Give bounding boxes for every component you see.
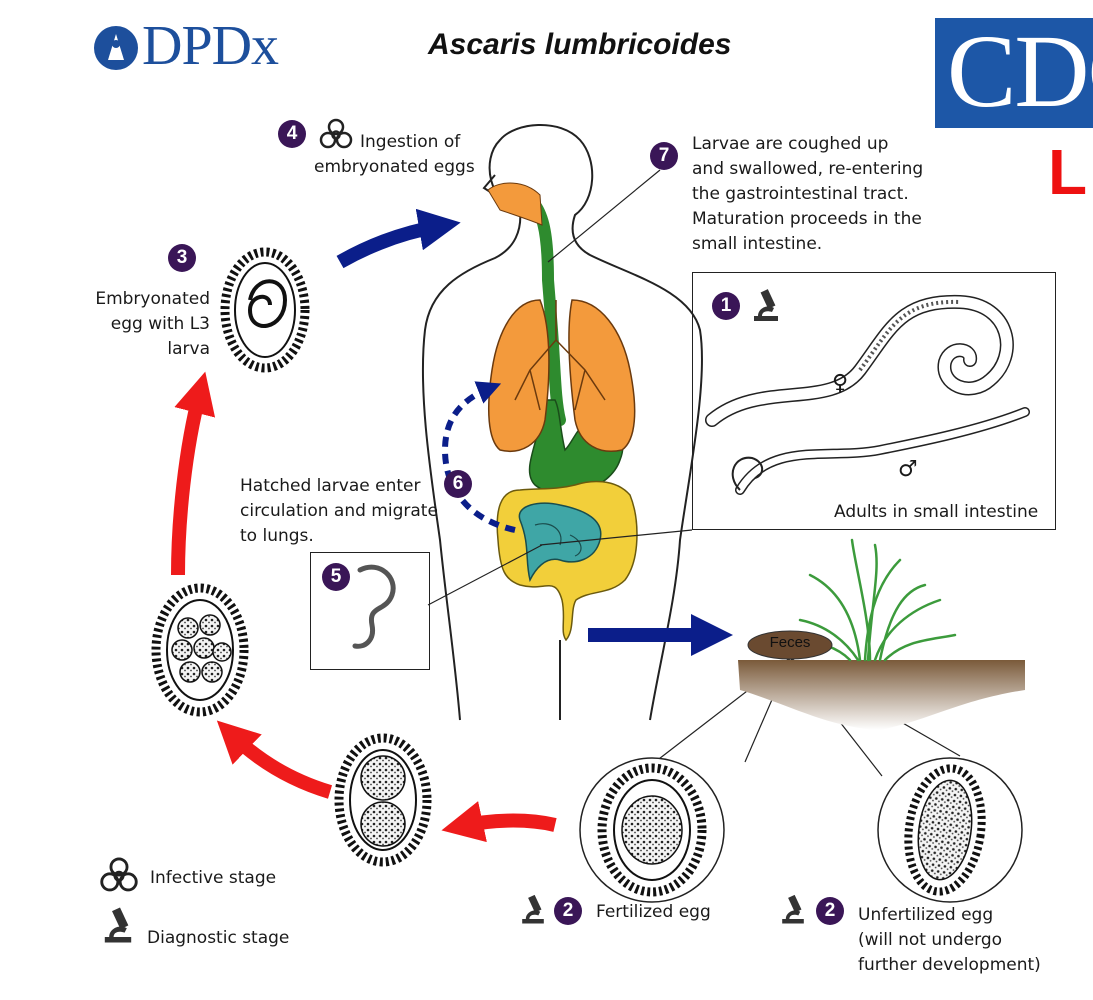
stage-7-caption-line4: Maturation proceeds in the bbox=[692, 209, 922, 229]
corner-red-text: L bbox=[1048, 136, 1088, 208]
legend-microscope-icon bbox=[104, 907, 132, 943]
human-body-outline bbox=[421, 124, 703, 721]
right-lung bbox=[568, 299, 636, 452]
arrow-ingestion bbox=[336, 208, 461, 269]
adult-worms-illustration bbox=[705, 294, 1030, 495]
stage-7-caption-line3: the gastrointestinal tract. bbox=[692, 184, 909, 204]
stage-2-unfertilized-badge: 2 bbox=[816, 897, 844, 925]
stage-4-caption-line1: Ingestion of bbox=[360, 132, 461, 152]
arrow-migration-dotted bbox=[441, 381, 516, 533]
grass bbox=[778, 538, 957, 662]
stage-6-caption-line1: Hatched larvae enter bbox=[240, 476, 421, 496]
egg-two-cell bbox=[334, 733, 432, 867]
stage-3-badge: 3 bbox=[168, 244, 196, 272]
stage-3-caption-line2: egg with L3 bbox=[110, 314, 210, 334]
legend-biohazard-icon bbox=[100, 857, 138, 892]
cdc-logo-text: CDC bbox=[947, 18, 1093, 128]
stage-5-box bbox=[310, 552, 430, 670]
stage-3-caption-line3: larva bbox=[167, 339, 210, 359]
arrow-multicell-to-embryonated bbox=[171, 371, 216, 576]
soil bbox=[738, 660, 1025, 730]
microscope-icon bbox=[522, 894, 544, 924]
stage-3-caption-line1: Embryonated bbox=[95, 289, 210, 309]
stage-2-fertilized-badge: 2 bbox=[554, 897, 582, 925]
dpdx-logo-icon bbox=[94, 26, 138, 70]
page-title: Ascaris lumbricoides bbox=[428, 28, 732, 61]
stage-7-caption-line2: and swallowed, re-entering bbox=[692, 159, 924, 179]
stage-6-caption-line3: to lungs. bbox=[240, 526, 314, 546]
stage-1-caption: Adults in small intestine bbox=[834, 502, 1039, 522]
throat bbox=[487, 182, 543, 226]
stage-6-badge: 6 bbox=[444, 470, 472, 498]
feces-label: Feces bbox=[769, 634, 811, 651]
arrow-fertilized-to-cleavage bbox=[441, 801, 557, 843]
female-symbol: ♀ bbox=[832, 371, 849, 396]
small-intestine bbox=[518, 502, 602, 583]
egg-multicell bbox=[151, 583, 249, 717]
dpdx-logo-text: DPDx bbox=[142, 15, 279, 77]
stage-2-unfertilized-caption-line3: further development) bbox=[858, 955, 1041, 975]
egg-unfertilized bbox=[877, 757, 1023, 903]
stage-2-unfertilized-caption-line1: Unfertilized egg bbox=[858, 905, 994, 925]
microscope-icon bbox=[754, 289, 778, 321]
left-lung bbox=[488, 299, 550, 452]
legend-diagnostic-label: Diagnostic stage bbox=[147, 928, 290, 948]
biohazard-icon bbox=[319, 118, 353, 149]
microscope-icon bbox=[782, 894, 804, 924]
legend-infective-label: Infective stage bbox=[150, 868, 277, 888]
egg-fertilized bbox=[579, 757, 725, 903]
stage-7-caption-line1: Larvae are coughed up bbox=[692, 134, 889, 154]
stage-2-unfertilized-caption-line2: (will not undergo bbox=[858, 930, 1003, 950]
stage-4-caption-line2: embryonated eggs bbox=[314, 157, 475, 177]
bronchi bbox=[514, 300, 606, 411]
stage-7-caption-line5: small intestine. bbox=[692, 234, 823, 254]
cdc-logo: CDC bbox=[935, 18, 1093, 128]
stage-6-caption-line2: circulation and migrate bbox=[240, 501, 438, 521]
larva-illustration bbox=[352, 564, 396, 649]
feces-mound bbox=[747, 630, 833, 660]
stage-4-badge: 4 bbox=[278, 120, 306, 148]
stage-1-badge: 1 bbox=[712, 292, 740, 320]
male-symbol: ♂ bbox=[898, 457, 918, 482]
stage-7-badge: 7 bbox=[650, 142, 678, 170]
stage-2-fertilized-caption: Fertilized egg bbox=[596, 902, 711, 922]
stage-5-badge: 5 bbox=[322, 563, 350, 591]
stage-1-box bbox=[692, 272, 1056, 530]
arrow-cleavage-to-multicell bbox=[216, 720, 333, 799]
egg-embryonated bbox=[220, 247, 310, 373]
